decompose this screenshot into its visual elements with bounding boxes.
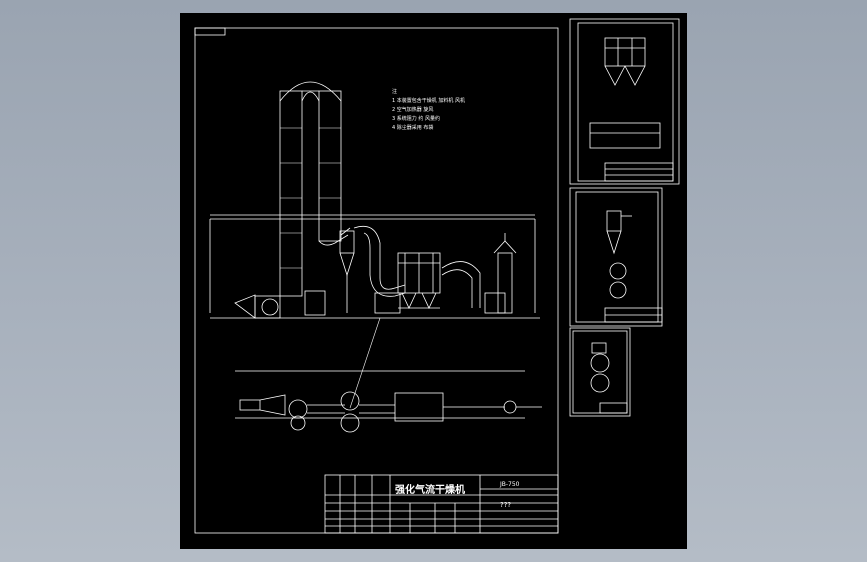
drawing-canvas[interactable]: 注 1 本装置包含干燥机 加料机 风机 2 空气加热器 旋风 3 系统阻力 约 …	[180, 13, 687, 549]
plan-view	[235, 370, 542, 433]
cyclone-separator	[339, 230, 355, 313]
drawing-title: 强化气流干燥机	[395, 483, 465, 496]
drawing-subtitle: ???	[500, 501, 511, 509]
note-1: 1 本装置包含干燥机 加料机 风机	[392, 97, 465, 104]
sheet-4-drawing	[590, 342, 628, 414]
sheet-2-drawing	[589, 37, 674, 182]
drawing-number: JB-750	[499, 481, 520, 488]
sheet-4-border	[569, 327, 631, 417]
note-2: 2 空气加热器 旋风	[392, 106, 433, 113]
notes-block: 注 1 本装置包含干燥机 加料机 风机 2 空气加热器 旋风 3 系统阻力 约 …	[392, 88, 465, 131]
sheet-2-border	[569, 18, 680, 185]
sheet-3-drawing	[604, 210, 663, 323]
drying-tube-elevation	[279, 81, 351, 297]
air-heater	[234, 290, 401, 319]
note-4: 4 除尘器采用 布袋	[392, 124, 433, 131]
title-block	[324, 474, 559, 534]
note-3: 3 系统阻力 约 风量约	[392, 115, 440, 122]
bag-filter	[397, 252, 441, 309]
main-sheet-border	[194, 27, 559, 534]
notes-heading: 注	[392, 88, 397, 95]
sheet-3-border	[569, 187, 663, 327]
